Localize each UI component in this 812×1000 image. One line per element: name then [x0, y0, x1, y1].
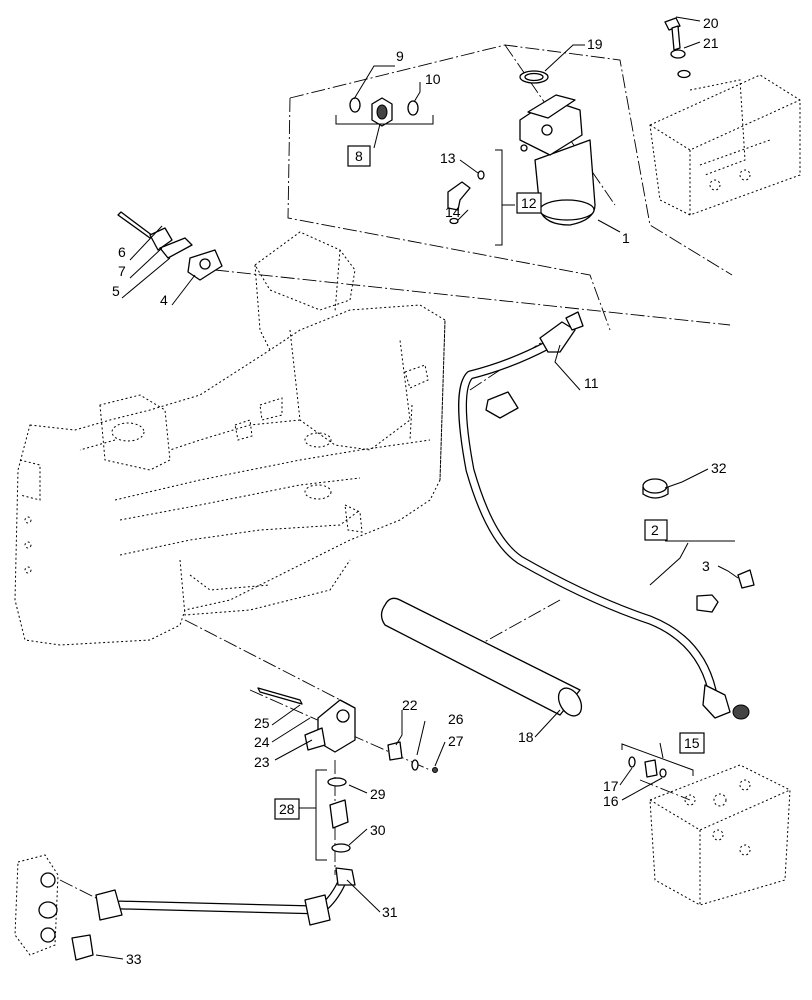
- elbow-fitting-13-14: [447, 170, 485, 225]
- callout-box-28: [274, 798, 300, 820]
- callout-30: 30: [370, 822, 386, 838]
- callout-18: 18: [518, 729, 534, 745]
- leader-lines: [95, 16, 739, 960]
- callout-26: 26: [448, 711, 464, 727]
- callout-20: 20: [703, 15, 719, 31]
- callout-12: 12: [521, 195, 537, 211]
- callout-16: 16: [603, 793, 619, 809]
- callout-7: 7: [118, 263, 126, 279]
- callout-14: 14: [445, 204, 461, 220]
- callout-4: 4: [160, 292, 168, 308]
- callout-21: 21: [703, 35, 719, 51]
- callout-31: 31: [382, 904, 398, 920]
- callout-25: 25: [254, 715, 270, 731]
- hose-31: [14, 854, 356, 961]
- callout-24: 24: [254, 734, 270, 750]
- callout-6: 6: [118, 244, 126, 260]
- callout-32: 32: [711, 460, 727, 476]
- boxed-callouts: [274, 145, 705, 820]
- callout-13: 13: [440, 150, 456, 166]
- callout-9: 9: [396, 48, 404, 64]
- sensor-block-22-27: [257, 687, 438, 773]
- valve-block-top-right: [649, 74, 801, 216]
- callout-5: 5: [112, 283, 120, 299]
- callout-labels: 1 2 3 4 5 6 7 8 9 10 11 12 13 14 15 16 1…: [112, 15, 727, 967]
- hose-11: [458, 311, 750, 720]
- fitting-group-28: [327, 777, 351, 853]
- fitting-group-2: [696, 569, 755, 613]
- bolt-20-washer-21: [664, 17, 691, 79]
- valve-bank-15-17: [628, 756, 791, 906]
- hydraulic-filter: [519, 70, 596, 226]
- callout-10: 10: [425, 71, 441, 87]
- chassis-frame-phantom: [14, 231, 446, 646]
- callout-33: 33: [126, 951, 142, 967]
- callout-box-2: [644, 519, 668, 541]
- callout-box-8: [347, 145, 371, 167]
- callout-1: 1: [622, 230, 630, 246]
- callout-box-12: [516, 192, 542, 214]
- callout-27: 27: [448, 733, 464, 749]
- callout-29: 29: [370, 786, 386, 802]
- callout-22: 22: [402, 697, 418, 713]
- callout-19: 19: [587, 36, 603, 52]
- callout-3: 3: [702, 558, 710, 574]
- callout-8: 8: [355, 148, 363, 164]
- center-lines: [59, 44, 733, 901]
- callout-box-15: [679, 732, 705, 754]
- clamp-assembly-4-7: [117, 211, 223, 281]
- callout-23: 23: [254, 754, 270, 770]
- hose-sleeve-18: [380, 597, 583, 717]
- plug-32: [642, 478, 669, 499]
- callout-15: 15: [684, 735, 700, 751]
- callout-11: 11: [584, 375, 599, 391]
- callout-2: 2: [651, 522, 659, 538]
- callout-28: 28: [279, 801, 295, 817]
- callout-17: 17: [603, 778, 619, 794]
- fitting-group-8: [349, 97, 419, 127]
